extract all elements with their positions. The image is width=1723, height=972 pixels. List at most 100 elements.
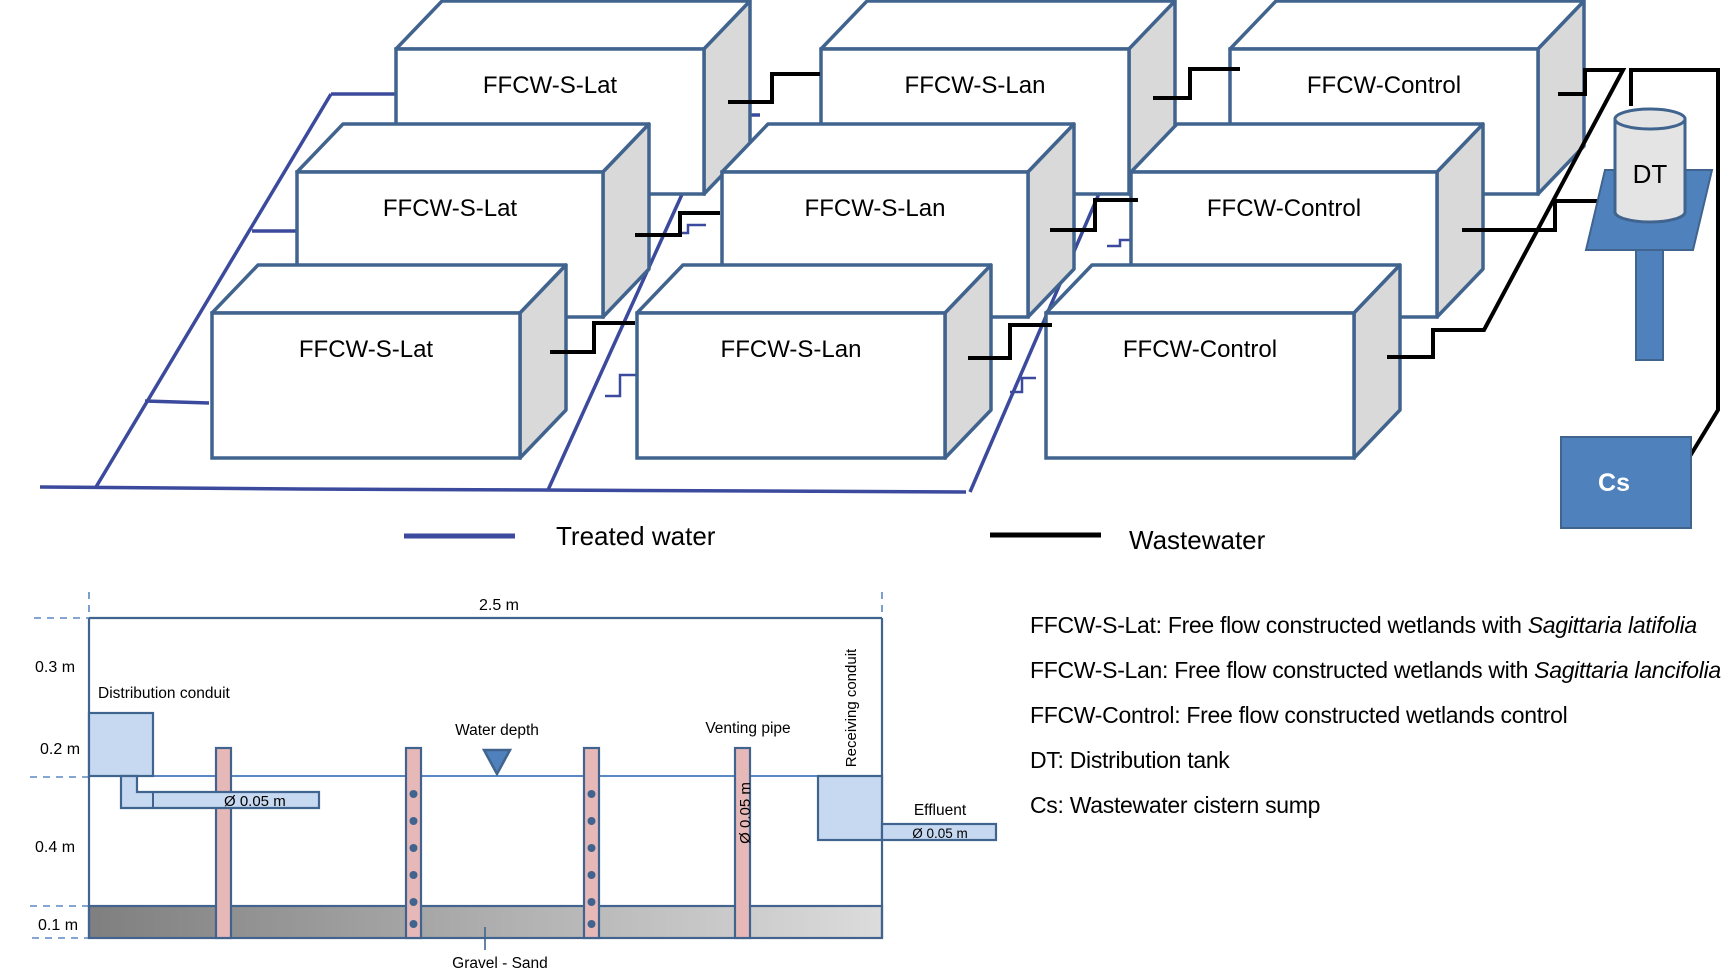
wastewater-connector [550, 321, 635, 354]
distribution-conduit [87, 711, 155, 778]
perforation-hole [587, 920, 596, 928]
cell-top-face [720, 122, 1076, 174]
perforated-pipe [582, 746, 601, 940]
abbrev-item: Cs: Wastewater cistern sump [1030, 792, 1320, 819]
cell-label: FFCW-S-Lan [721, 336, 862, 363]
treated-water-collector [39, 485, 967, 494]
tank-cylinder [1613, 117, 1687, 224]
abbrev-term: DT [1030, 747, 1058, 773]
distribution-conduit-label: Distribution conduit [98, 685, 231, 702]
perforation-hole [587, 871, 596, 879]
cell-label: FFCW-S-Lat [299, 336, 434, 363]
wastewater-feed [1462, 199, 1617, 232]
length-label: 2.5 m [479, 597, 519, 614]
wastewater-network [550, 67, 1720, 496]
treated-water-branch [605, 373, 645, 398]
venting-diameter-label: Ø 0.05 m [737, 782, 754, 844]
treated-water-branch [1107, 238, 1133, 248]
cell-top-face [1044, 263, 1402, 315]
wastewater-connector [968, 323, 1052, 360]
perforation-hole [587, 844, 596, 852]
abbrev-item: DT: Distribution tank [1030, 747, 1230, 774]
cell-top-face [295, 122, 651, 174]
cell-label: FFCW-S-Lat [383, 195, 518, 222]
abbrev-term: FFCW-Control [1030, 702, 1175, 728]
abbrev-item: FFCW-S-Lat: Free flow constructed wetlan… [1030, 612, 1697, 639]
water-depth-label: Water depth [455, 722, 539, 739]
cell-label: FFCW-Control [1307, 72, 1461, 99]
depth-label-freeboard: 0.3 m [35, 659, 75, 676]
vertical-pipes [214, 746, 752, 940]
perforation-hole [409, 790, 418, 798]
cistern-sump-box [1560, 436, 1692, 529]
tank-stand-post [1635, 249, 1664, 361]
abbrev-item: FFCW-Control: Free flow constructed wetl… [1030, 702, 1568, 729]
treated-water-branch [1010, 376, 1036, 394]
perforation-hole [409, 898, 418, 906]
cross-section: 2.5 m 0.3 m 0.2 m 0.4 m 0.1 m Distributi… [30, 592, 998, 972]
treated-water-branch [144, 399, 210, 405]
abbrev-item: FFCW-S-Lan: Free flow constructed wetlan… [1030, 657, 1721, 684]
cell-label: FFCW-Control [1123, 336, 1277, 363]
effluent-label: Effluent [914, 802, 967, 819]
effluent-pipe [880, 822, 998, 842]
perforation-hole [587, 790, 596, 798]
wastewater-connector [1050, 198, 1138, 232]
wastewater-connector [635, 211, 720, 237]
treated-water-branch [680, 223, 706, 235]
perforation-hole [409, 920, 418, 928]
water-depth-marker [481, 748, 513, 777]
cell-top-face [1129, 122, 1485, 174]
abbrev-definition: : Free flow constructed wetlands with [1155, 612, 1528, 638]
cistern-sump: Cs [1560, 436, 1692, 529]
cell-label: FFCW-S-Lat [483, 72, 618, 99]
inlet-pipe [119, 774, 321, 810]
venting-pipe-label: Venting pipe [705, 720, 790, 737]
abbrev-definition: : Free flow constructed wetlands with [1162, 657, 1535, 683]
wastewater-legend-label: Wastewater [1129, 525, 1266, 555]
perforation-hole [409, 871, 418, 879]
wetland-cell-back-lan: FFCW-S-Lan [819, 0, 1177, 196]
cell-top-face [394, 0, 752, 51]
abbrev-definition: : Free flow constructed wetlands control [1174, 702, 1568, 728]
cell-label: FFCW-S-Lan [905, 72, 1046, 99]
cell-front-face [1044, 311, 1356, 460]
tank-top [1613, 107, 1687, 131]
wastewater-connector [728, 72, 820, 104]
cell-label: FFCW-S-Lan [805, 195, 946, 222]
abbrev-species: Sagittaria latifolia [1527, 612, 1697, 638]
wetland-cell-front-lat: FFCW-S-Lat [210, 263, 568, 460]
pipe-legend: Treated water Wastewater [404, 521, 1266, 555]
cell-top-face [635, 263, 993, 315]
cell-top-face [1228, 0, 1586, 51]
depth-label-water: 0.4 m [35, 839, 75, 856]
depth-label-conduit: 0.2 m [40, 741, 80, 758]
abbrev-definition: : Distribution tank [1057, 747, 1230, 773]
distribution-tank: DT [1584, 107, 1714, 361]
abbrev-species: Sagittaria lancifolia [1534, 657, 1721, 683]
treated-water-riser-lat [94, 93, 333, 488]
wastewater-feed [1629, 68, 1720, 496]
cell-top-face [819, 0, 1177, 51]
depth-label-gravel: 0.1 m [38, 917, 78, 934]
receiving-conduit [816, 774, 884, 842]
perforation-hole [587, 817, 596, 825]
effluent-diameter-label: Ø 0.05 m [912, 826, 968, 841]
cell-top-face [210, 263, 568, 315]
wastewater-connector [1153, 67, 1240, 100]
treated-water-legend-label: Treated water [556, 521, 716, 551]
abbrev-definition: : Wastewater cistern sump [1057, 792, 1321, 818]
inlet-support-pipe [214, 746, 233, 940]
cistern-sump-label: Cs [1598, 469, 1630, 497]
abbrev-term: Cs [1030, 792, 1058, 818]
receiving-conduit-label: Receiving conduit [843, 648, 860, 767]
cell-front-face [635, 311, 947, 460]
abbrev-term: FFCW-S-Lan [1030, 657, 1163, 683]
substrate-label: Gravel - Sand [452, 955, 548, 972]
perforation-hole [409, 844, 418, 852]
distribution-tank-label: DT [1633, 159, 1668, 189]
wetland-cell-front-control: FFCW-Control [1044, 263, 1402, 460]
inlet-diameter-label: Ø 0.05 m [224, 793, 286, 810]
